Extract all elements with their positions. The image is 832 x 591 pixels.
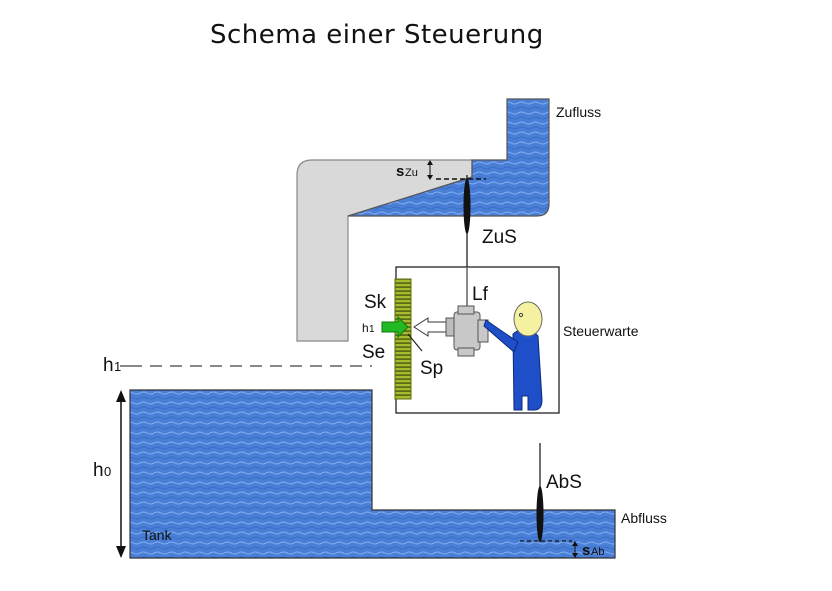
inflow-water [347, 98, 550, 217]
setpoint-arrow [413, 317, 449, 337]
label-sp: Sp [420, 358, 443, 379]
tank-water [129, 389, 616, 559]
label-steuerwarte: Steuerwarte [563, 323, 639, 339]
label-tank: Tank [142, 527, 173, 543]
label-h1-small-sub: 1 [369, 324, 375, 335]
operator-person [483, 301, 543, 411]
label-h0: h [93, 460, 104, 481]
controller-device [445, 305, 489, 357]
label-se: Se [362, 342, 385, 363]
level-sensor [394, 278, 412, 400]
label-zus: ZuS [482, 227, 517, 248]
label-s-ab-sub: Ab [591, 546, 604, 558]
label-abs: AbS [546, 472, 582, 493]
label-s-zu: s [396, 163, 404, 180]
label-h1-sub: 1 [114, 359, 121, 374]
label-h1: h [103, 355, 114, 376]
outflow-gate [536, 486, 544, 542]
label-zufluss: Zufluss [556, 104, 601, 120]
level-arrow [381, 315, 409, 339]
label-h0-sub: 0 [104, 464, 111, 479]
diagram-title: Schema einer Steuerung [210, 20, 544, 50]
label-sk: Sk [364, 292, 387, 313]
label-abfluss: Abfluss [621, 510, 667, 526]
label-s-zu-sub: Zu [405, 167, 418, 179]
inflow-gate [463, 178, 471, 234]
label-s-ab: s [582, 542, 590, 559]
label-h1-small: h [362, 321, 369, 335]
label-lf: Lf [472, 284, 489, 305]
